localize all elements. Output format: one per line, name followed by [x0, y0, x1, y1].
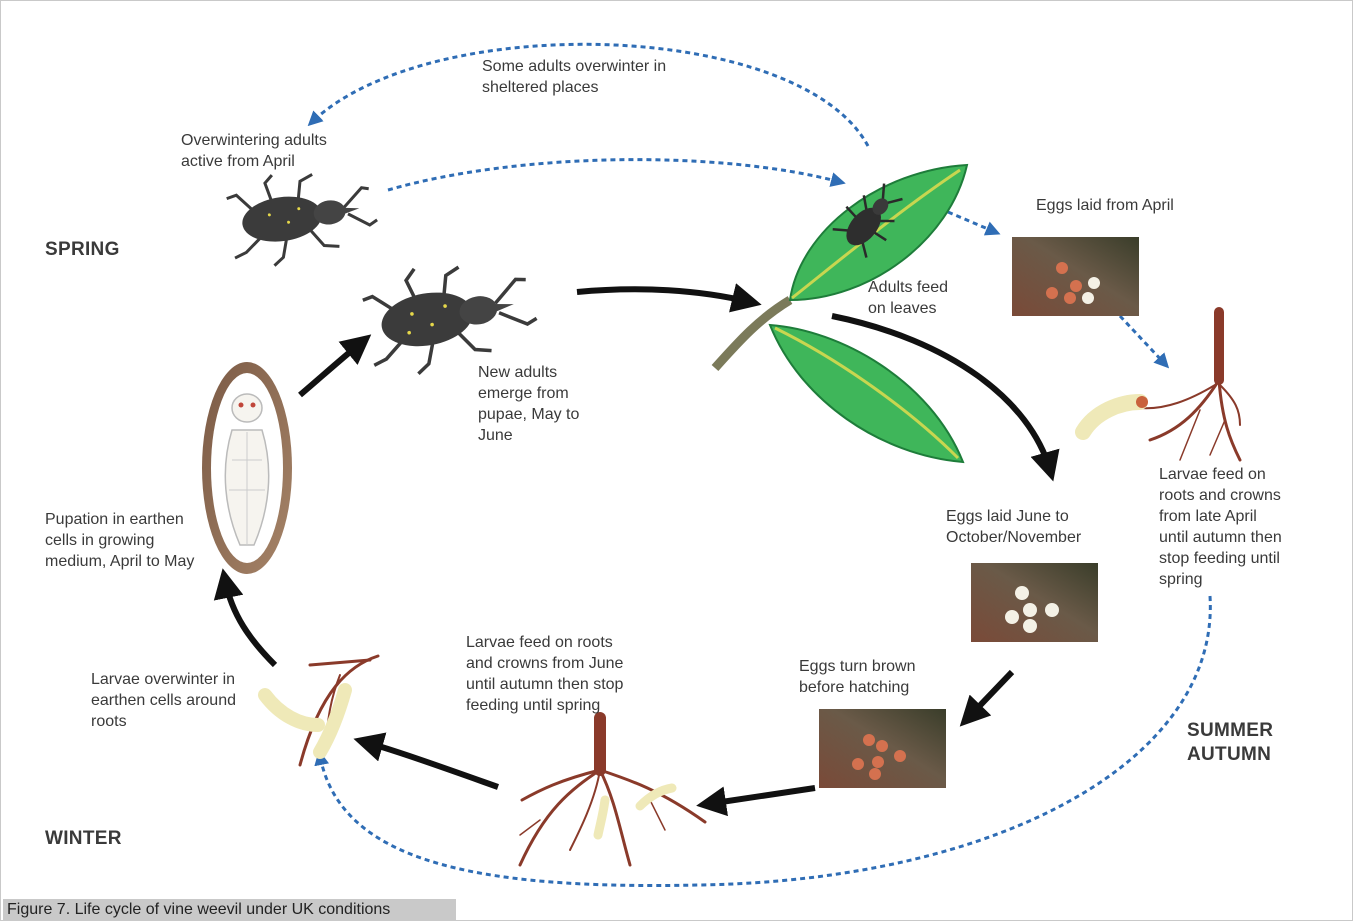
- larva-icon: [1083, 396, 1148, 432]
- figure-caption: Figure 7. Life cycle of vine weevil unde…: [3, 899, 456, 920]
- label-larvae-feed-june: Larvae feed on roots and crowns from Jun…: [466, 632, 623, 716]
- arrow-brown-to-larvae: [708, 788, 815, 804]
- egg-panel-icon: [819, 709, 946, 788]
- label-eggs-april: Eggs laid from April: [1036, 195, 1174, 216]
- label-eggs-brown: Eggs turn brown before hatching: [799, 656, 916, 698]
- dashed-arrows: [312, 44, 1210, 885]
- arrow-leaf-to-eggs: [948, 212, 995, 232]
- label-larvae-feed-april: Larvae feed on roots and crowns from lat…: [1159, 464, 1282, 590]
- season-winter: WINTER: [45, 827, 122, 851]
- weevil-icon: [224, 161, 381, 270]
- root-icon: [520, 718, 705, 865]
- egg-panel-icon: [1012, 237, 1139, 316]
- season-summer-autumn: SUMMER AUTUMN: [1187, 719, 1273, 767]
- label-adults-feed: Adults feed on leaves: [868, 277, 948, 319]
- arrow-adults-to-leaf: [388, 160, 840, 190]
- arrow-larvae-to-overwinter: [365, 742, 498, 787]
- label-overwinter-sheltered: Some adults overwinter in sheltered plac…: [482, 56, 666, 98]
- label-overwintering-active: Overwintering adults active from April: [181, 130, 327, 172]
- pupa-icon: [202, 362, 292, 574]
- arrow-pupa-to-adult: [300, 342, 362, 395]
- arrow-eggs-to-root: [1120, 316, 1165, 364]
- label-new-adults: New adults emerge from pupae, May to Jun…: [478, 362, 579, 446]
- label-larvae-overwinter: Larvae overwinter in earthen cells aroun…: [91, 669, 236, 732]
- label-eggs-june: Eggs laid June to October/November: [946, 506, 1081, 548]
- egg-panel-icon: [971, 563, 1098, 642]
- arrow-overwinter-to-pupa: [225, 580, 275, 665]
- arrow-eggs-to-brown: [968, 672, 1012, 718]
- root-icon: [1140, 312, 1240, 460]
- arrow-new-adults-to-leaf: [577, 289, 750, 302]
- season-spring: SPRING: [45, 238, 120, 262]
- label-pupation: Pupation in earthen cells in growing med…: [45, 509, 194, 572]
